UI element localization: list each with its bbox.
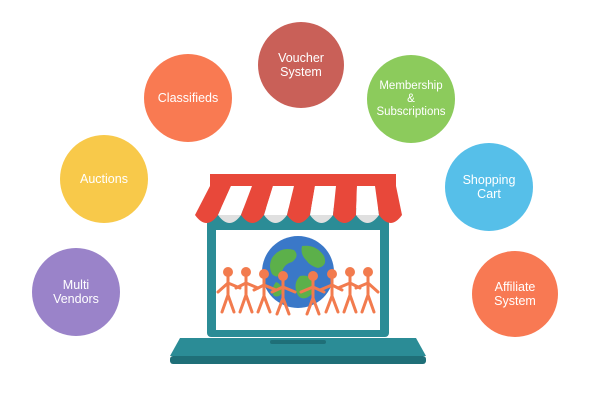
awning-top [210,174,396,186]
laptop-trackpad [270,340,326,344]
laptop-base [170,338,426,356]
awning-stripes [195,186,402,215]
classifieds-badge: Classifieds [144,54,232,142]
multi-vendors-badge: Multi Vendors [32,248,120,336]
people-chain-icon [216,267,380,316]
classifieds-label: Classifieds [157,91,219,105]
shopping-cart-label: Shopping Cart [462,173,516,201]
auctions-badge: Auctions [60,135,148,223]
multi-vendors-label: Multi Vendors [53,278,99,306]
auctions-label: Auctions [80,172,128,186]
laptop-base-edge [170,356,426,364]
voucher-system-label: Voucher System [278,51,324,79]
globe-icon [262,236,334,308]
awning-scallops [195,215,402,223]
voucher-system-badge: Voucher System [258,22,344,108]
membership-subscriptions-badge: Membership & Subscriptions [367,55,455,143]
affiliate-system-badge: Affiliate System [472,251,558,337]
affiliate-system-label: Affiliate System [494,280,536,308]
membership-subscriptions-label: Membership & Subscriptions [376,79,446,118]
shopping-cart-badge: Shopping Cart [445,143,533,231]
